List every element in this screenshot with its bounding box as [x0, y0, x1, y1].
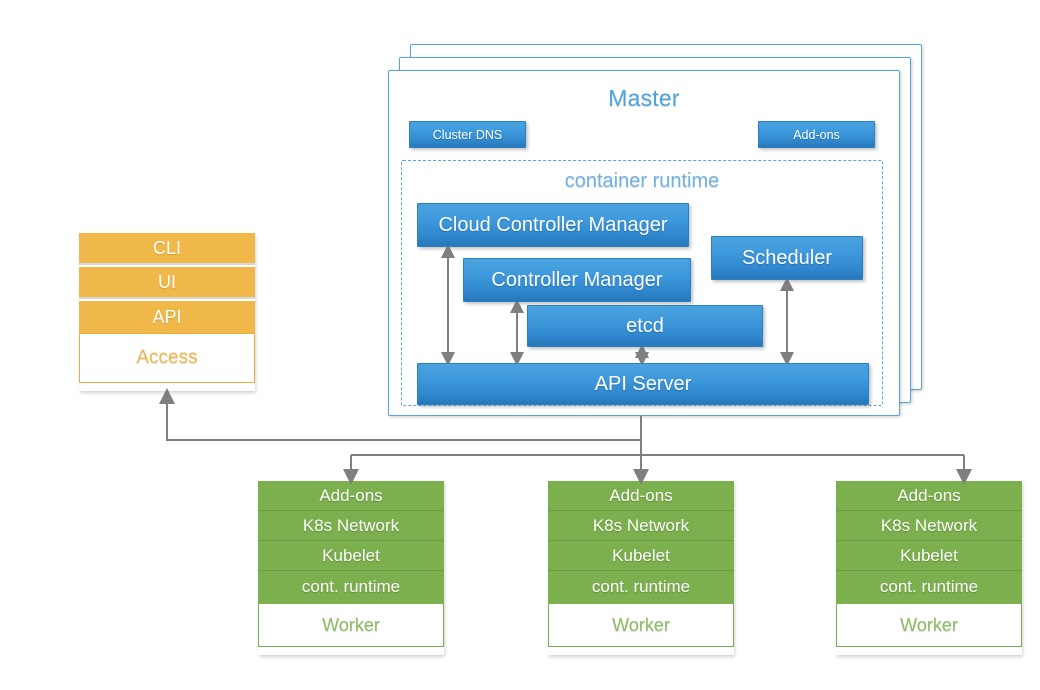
controller-manager-label: Controller Manager	[491, 268, 663, 291]
worker-3-row-network[interactable]: K8s Network	[836, 511, 1022, 541]
worker-2-row-network-label: K8s Network	[592, 515, 690, 535]
access-row-ui[interactable]: UI	[79, 267, 255, 299]
access-footer: Access	[79, 333, 255, 383]
access-row-api[interactable]: API	[79, 301, 255, 333]
worker-node-3: Add-ons K8s Network Kubelet cont. runtim…	[836, 481, 1022, 655]
worker-3-row-addons-label: Add-ons	[897, 485, 961, 505]
worker-1-row-runtime[interactable]: cont. runtime	[258, 571, 444, 603]
master-card: Master Cluster DNS Add-ons container run…	[388, 70, 900, 416]
worker-1-row-network-label: K8s Network	[302, 515, 400, 535]
cluster-dns-label: Cluster DNS	[432, 127, 503, 142]
worker-1-row-runtime-label: cont. runtime	[301, 577, 401, 596]
worker-1-footer-label: Worker	[322, 614, 380, 635]
api-server-box[interactable]: API Server	[417, 363, 869, 405]
worker-3-row-addons[interactable]: Add-ons	[836, 481, 1022, 511]
access-row-cli-label: CLI	[152, 237, 181, 258]
worker-3-row-network-label: K8s Network	[880, 515, 978, 535]
access-stack: CLI UI API Access	[79, 233, 255, 391]
container-runtime-region: container runtime	[401, 160, 883, 406]
master-addons-label: Add-ons	[793, 127, 840, 142]
master-internal-arrows	[441, 244, 794, 366]
etcd-box[interactable]: etcd	[527, 305, 763, 347]
worker-1-row-kubelet-label: Kubelet	[322, 545, 380, 565]
master-addons-box[interactable]: Add-ons	[758, 121, 875, 148]
worker-3-row-runtime-label: cont. runtime	[879, 577, 979, 596]
cloud-controller-manager-label: Cloud Controller Manager	[438, 213, 668, 236]
cluster-dns-box[interactable]: Cluster DNS	[409, 121, 526, 148]
access-row-cli[interactable]: CLI	[79, 233, 255, 265]
access-footer-label: Access	[136, 347, 198, 368]
worker-node-2: Add-ons K8s Network Kubelet cont. runtim…	[548, 481, 734, 655]
access-row-api-label: API	[152, 306, 182, 327]
worker-2-row-kubelet-label: Kubelet	[612, 545, 670, 565]
etcd-label: etcd	[626, 314, 664, 337]
access-row-ui-label: UI	[158, 271, 176, 292]
worker-3-footer: Worker	[836, 603, 1022, 647]
api-server-label: API Server	[594, 372, 692, 395]
worker-2-row-kubelet[interactable]: Kubelet	[548, 541, 734, 571]
worker-1-row-addons-label: Add-ons	[319, 485, 383, 505]
worker-1-row-kubelet[interactable]: Kubelet	[258, 541, 444, 571]
controller-manager-box[interactable]: Controller Manager	[463, 258, 691, 302]
container-runtime-title: container runtime	[564, 170, 720, 192]
worker-2-row-runtime-label: cont. runtime	[591, 577, 691, 596]
scheduler-box[interactable]: Scheduler	[711, 236, 863, 280]
worker-3-row-kubelet[interactable]: Kubelet	[836, 541, 1022, 571]
worker-2-row-runtime[interactable]: cont. runtime	[548, 571, 734, 603]
worker-2-row-addons-label: Add-ons	[609, 485, 673, 505]
master-title: Master	[608, 85, 680, 111]
scheduler-label: Scheduler	[741, 246, 833, 269]
worker-1-footer: Worker	[258, 603, 444, 647]
worker-2-footer-label: Worker	[612, 614, 670, 635]
worker-1-row-network[interactable]: K8s Network	[258, 511, 444, 541]
worker-2-row-addons[interactable]: Add-ons	[548, 481, 734, 511]
worker-3-footer-label: Worker	[900, 614, 958, 635]
worker-2-footer: Worker	[548, 603, 734, 647]
worker-2-row-network[interactable]: K8s Network	[548, 511, 734, 541]
worker-3-row-runtime[interactable]: cont. runtime	[836, 571, 1022, 603]
worker-1-row-addons[interactable]: Add-ons	[258, 481, 444, 511]
worker-node-1: Add-ons K8s Network Kubelet cont. runtim…	[258, 481, 444, 655]
worker-3-row-kubelet-label: Kubelet	[900, 545, 958, 565]
cloud-controller-manager-box[interactable]: Cloud Controller Manager	[417, 203, 689, 247]
